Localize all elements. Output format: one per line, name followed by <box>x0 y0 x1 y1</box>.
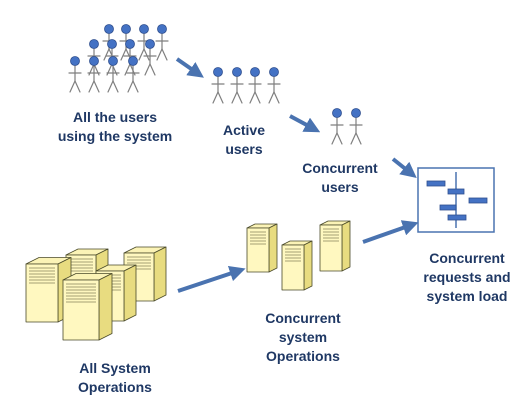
concurrent-users-label: Concurrent users <box>290 159 390 197</box>
server-icon <box>246 223 278 273</box>
server-icon <box>62 273 113 341</box>
concurrent-operations-label: Concurrent system Operations <box>248 309 358 366</box>
person-icon <box>248 67 262 104</box>
person-icon <box>87 56 101 93</box>
concurrent-users-crowd <box>330 108 363 145</box>
arrow-all-to-active-users <box>175 57 204 78</box>
all-operations-label: All System Operations <box>60 359 170 397</box>
person-icon <box>119 24 133 61</box>
active-users-line-2: users <box>225 141 263 157</box>
person-icon <box>230 67 244 104</box>
concurrent-requests-line-2: requests and <box>423 269 511 285</box>
server-icon <box>319 220 351 272</box>
active-users-line-1: Active <box>222 122 266 138</box>
all-users-line-1: All the users <box>72 109 158 125</box>
person-icon <box>143 39 157 76</box>
person-icon <box>68 56 82 93</box>
person-icon <box>106 56 120 93</box>
all-operations-line-2: Operations <box>78 379 152 395</box>
all-operations-servers <box>25 246 167 341</box>
person-icon <box>137 24 151 61</box>
server-icon <box>123 246 167 302</box>
gantt-chart-icon <box>417 167 495 233</box>
concurrent-users-line-2: users <box>321 179 359 195</box>
concurrent-requests-label: Concurrent requests and system load <box>412 249 522 306</box>
active-users-label: Active users <box>204 121 284 159</box>
all-operations-line-1: All System <box>79 360 151 376</box>
all-users-crowd <box>68 24 169 93</box>
person-icon <box>349 108 363 145</box>
person-icon <box>330 108 344 145</box>
arrow-concurrent-users-to-load <box>391 157 417 178</box>
active-users-crowd <box>211 67 281 104</box>
arrow-all-to-concurrent-operations <box>177 265 246 293</box>
arrow-concurrent-operations-to-load <box>362 220 419 244</box>
concurrent-operations-servers <box>246 220 351 291</box>
person-icon <box>102 24 116 61</box>
concurrent-operations-line-1: Concurrent <box>265 310 341 326</box>
person-icon <box>267 67 281 104</box>
concurrent-operations-line-2: system <box>278 329 328 345</box>
server-icon <box>281 240 313 291</box>
person-icon <box>126 56 140 93</box>
all-users-line-2: using the system <box>57 128 173 144</box>
concurrent-requests-line-3: system load <box>426 288 508 304</box>
arrow-active-to-concurrent-users <box>289 114 321 133</box>
concurrent-operations-line-3: Operations <box>266 348 340 364</box>
concurrent-users-line-1: Concurrent <box>302 160 378 176</box>
person-icon <box>211 67 225 104</box>
all-users-label: All the users using the system <box>50 108 180 146</box>
person-icon <box>155 24 169 61</box>
concurrent-requests-line-1: Concurrent <box>429 250 505 266</box>
